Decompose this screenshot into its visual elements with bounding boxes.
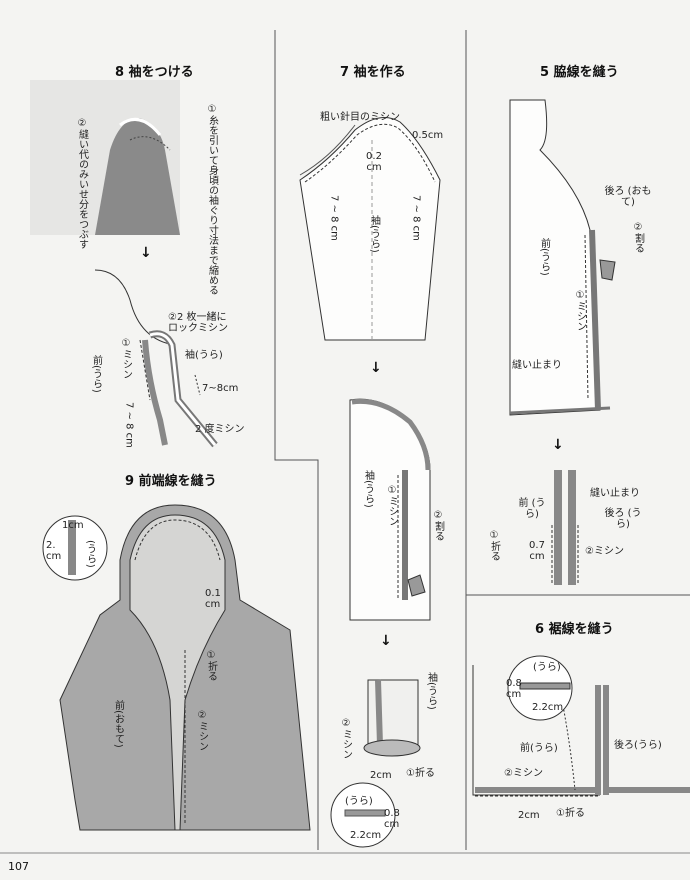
step7-label-sleeve2: 袖(うら) — [362, 470, 374, 508]
step9-label-fold: ①折る — [205, 650, 217, 681]
step6-dim-2cm: 2cm — [518, 810, 540, 821]
step7-label-sleeve3: 袖(うら) — [425, 672, 437, 710]
page-number: 107 — [8, 860, 29, 873]
step5-label-split: ②割る — [632, 222, 644, 253]
step5-label-back: 後ろ (おもて) — [604, 186, 652, 208]
step8-sleeve-top — [30, 80, 180, 235]
step8-label-machine1: ①ミシン — [120, 338, 132, 379]
step9-circle-1cm: 1cm — [62, 520, 84, 531]
step8-sleeve-attach — [94, 269, 218, 448]
step5-label-machine: ①ミシン — [574, 290, 586, 331]
step6-title: 6 裾線を縫う — [535, 622, 614, 637]
step6-label-front: 前(うら) — [520, 743, 558, 754]
step8-label-twice: 2 度ミシン — [195, 424, 245, 435]
step8-title: 8 袖をつける — [115, 65, 194, 80]
step8-note-flatten: ②縫い代のみいせ分をつぶす — [76, 118, 88, 249]
step9-dim-01: 0.1 cm — [205, 588, 221, 610]
step8-dim-7-8b: 7 ~ 8 cm — [123, 402, 135, 448]
step5-label-stop: 縫い止まり — [512, 360, 562, 371]
step7-cuff — [330, 679, 421, 848]
step6-circle-08: 0.8 cm — [506, 678, 522, 700]
step9-label-machine: ②ミシン — [196, 710, 208, 751]
step7-dim-right: 7 ~ 8 cm — [410, 195, 422, 241]
step7-label-split: ②割る — [432, 510, 444, 541]
step9-circle-ura: (うら) — [84, 540, 96, 568]
step5-label-machine2: ②ミシン — [585, 546, 624, 557]
step8-label-overlock: ②2 枚一緒に ロックミシン — [168, 312, 228, 334]
step5-label-stop2: 縫い止まり — [590, 488, 640, 499]
step5-side-seam — [509, 99, 616, 416]
step8-label-sleeve: 袖(うら) — [185, 350, 223, 361]
step7-dim-left: 7 ~ 8 cm — [328, 195, 340, 241]
step8-note-gather: ①糸を引いて身頃の袖ぐり寸法まで縮める — [206, 104, 218, 295]
step9-label-front: 前(おもて) — [112, 700, 124, 748]
step7-circle-22: 2.2cm — [350, 830, 382, 841]
step7-label-sleeve-back: 袖(うら) — [368, 215, 380, 253]
step9-circle-2cm: 2. cm — [46, 540, 62, 562]
step7-title: 7 袖を作る — [340, 65, 406, 80]
step7-dim-05: 0.5cm — [412, 130, 444, 141]
step9-title: 9 前端線を縫う — [125, 474, 217, 489]
step7-sleeve-sewn — [349, 398, 431, 621]
arrow-step5: ↓ — [552, 437, 564, 453]
step6-circle-22: 2.2cm — [532, 702, 564, 713]
step7-label-coarse: 粗い針目のミシン — [320, 112, 400, 123]
step6-circle-ura: (うら) — [533, 662, 561, 673]
step8-label-front: 前(うら) — [90, 355, 102, 393]
step7-label-machine2: ②ミシン — [340, 718, 352, 759]
step7-dim-2cm: 2cm — [370, 770, 392, 781]
step6-label-machine: ②ミシン — [504, 768, 543, 779]
step6-label-back: 後ろ(うら) — [614, 740, 662, 751]
step5-title: 5 脇線を縫う — [540, 65, 619, 80]
step7-circle-08: 0.8 cm — [384, 808, 400, 830]
step8-dim-7-8a: 7~8cm — [202, 383, 239, 394]
step5-label-front: 前(うら) — [538, 238, 550, 276]
step7-circle-ura: (うら) — [345, 796, 373, 807]
step5-hem-detail — [551, 470, 579, 585]
step7-label-machine: ①ミシン — [386, 485, 398, 526]
step7-label-fold: ①折る — [406, 768, 435, 779]
step6-label-fold: ①折る — [556, 808, 585, 819]
step5-label-front2: 前 (うら) — [518, 498, 546, 520]
step7-sleeve-pattern — [299, 117, 441, 341]
arrow-step8: ↓ — [140, 245, 152, 261]
step5-label-fold: ①折る — [488, 530, 500, 561]
panel-dividers — [0, 30, 690, 854]
arrow-step7-a: ↓ — [370, 360, 382, 376]
step5-label-back2: 後ろ (うら) — [604, 508, 642, 530]
step9-jacket — [42, 504, 311, 831]
arrow-step7-b: ↓ — [380, 633, 392, 649]
step5-dim-07: 0.7 cm — [529, 540, 545, 562]
step6-hem — [472, 655, 690, 797]
step7-dim-02: 0.2 cm — [366, 151, 382, 173]
